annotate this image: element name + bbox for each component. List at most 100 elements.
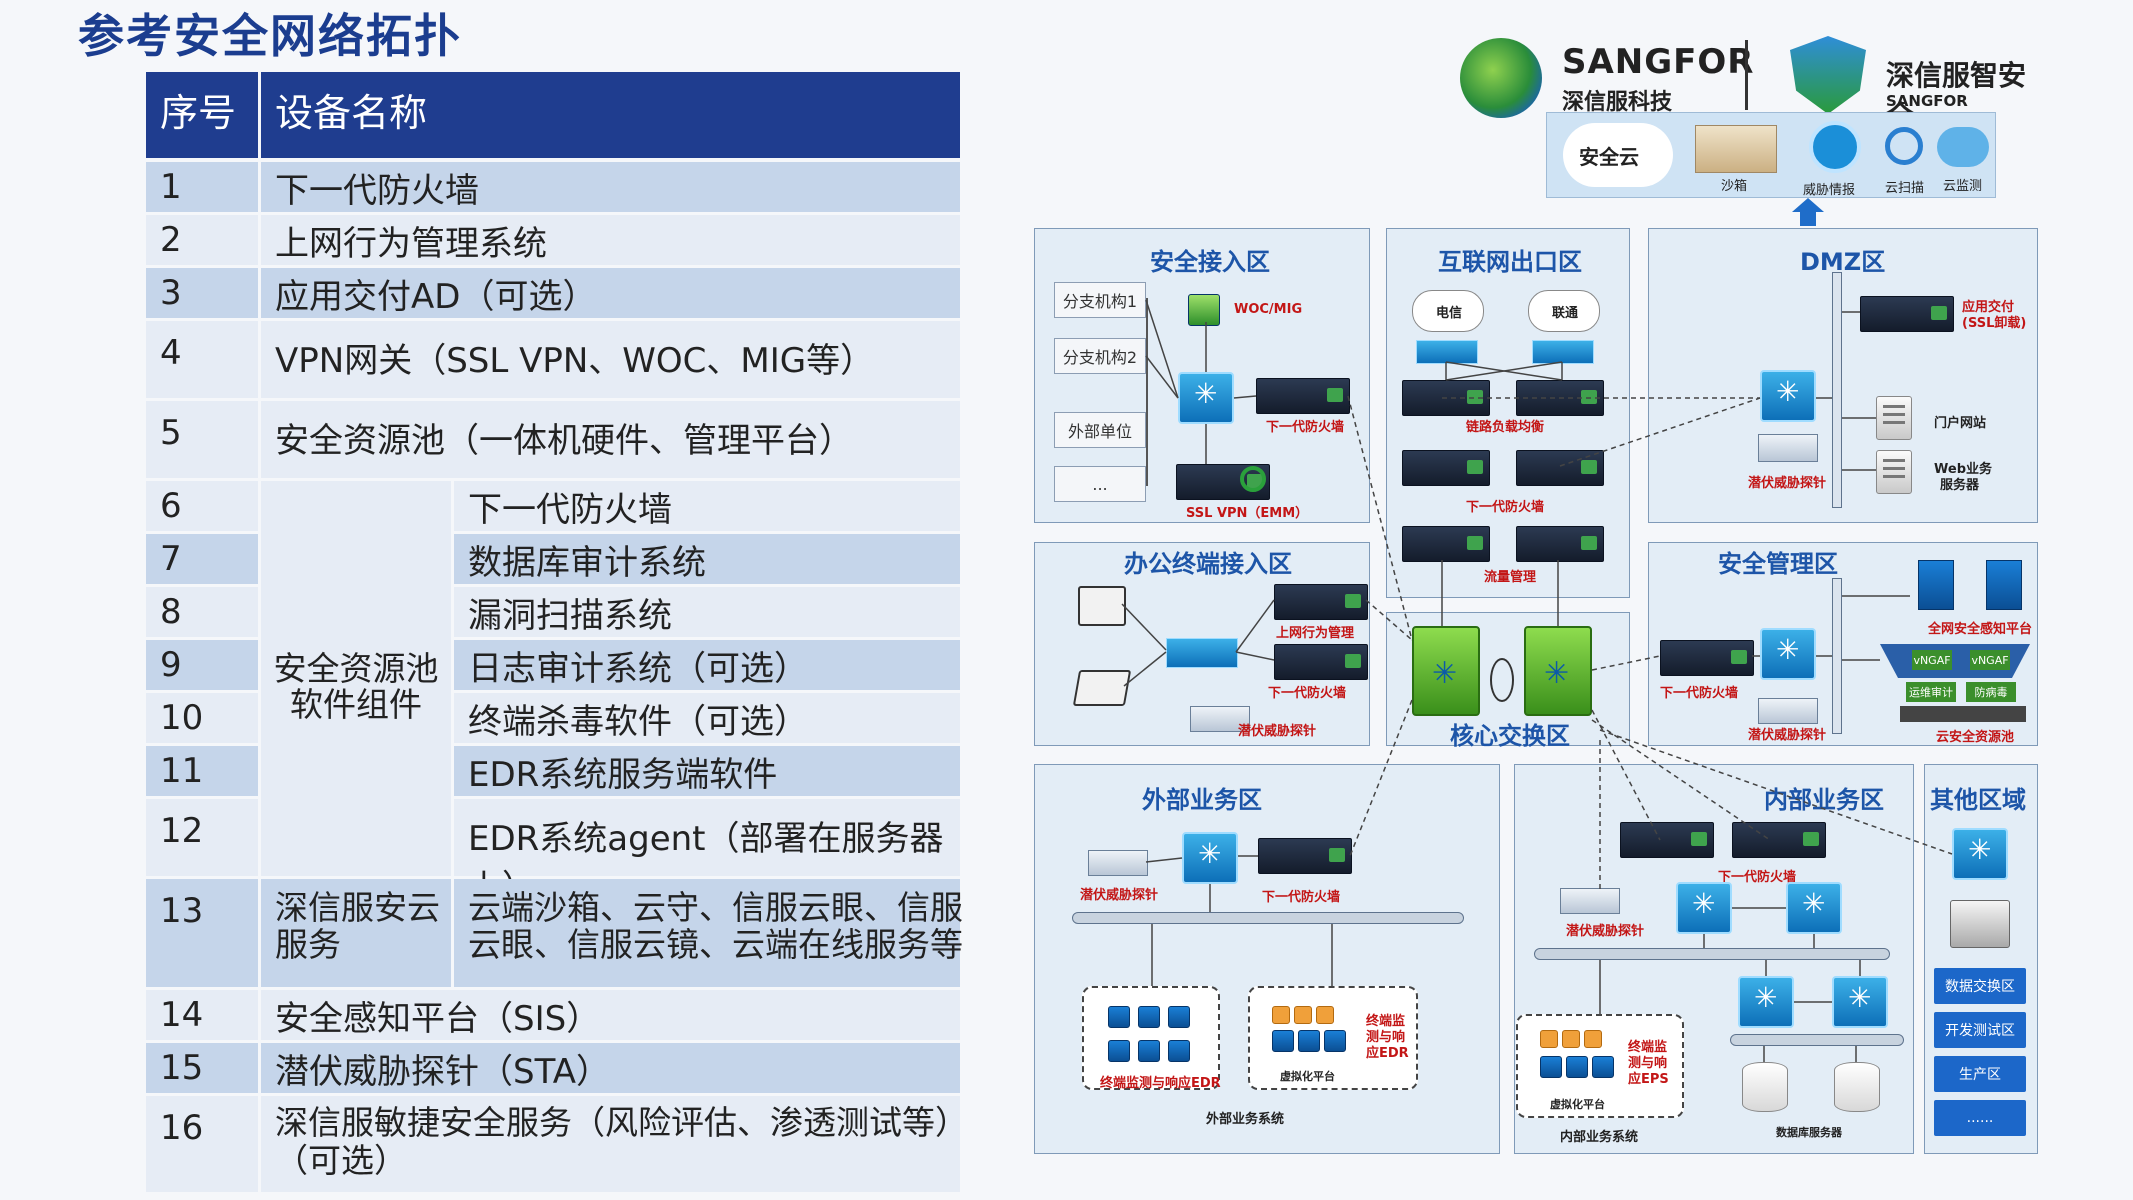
int-fw-left xyxy=(1620,822,1714,858)
cloud-title: 安全云 xyxy=(1579,145,1639,169)
desktop-icon xyxy=(1078,586,1126,626)
core-switch-right xyxy=(1524,626,1592,716)
core-switch-left xyxy=(1412,626,1480,716)
row-11-no: 11 xyxy=(146,746,258,796)
ext-fw-device xyxy=(1258,838,1352,874)
cloud-services-panel: 安全云 沙箱 威胁情报 云扫描 云监测 xyxy=(1546,112,1996,198)
row-13-name-line1: 云端沙箱、云守、信服云眼、信服 xyxy=(468,888,963,927)
int-bus-upper xyxy=(1534,948,1890,960)
virt-host-icon-4 xyxy=(1272,1030,1294,1052)
mgmt-sta-device xyxy=(1758,698,1818,724)
access-firewall-device xyxy=(1256,378,1350,414)
int-virt-icon-1 xyxy=(1540,1030,1558,1048)
row-16-no: 16 xyxy=(146,1096,258,1192)
sangfor-security-logo: 深信服智安全 SANGFOR SECURITY xyxy=(1790,36,2040,132)
ie-icon xyxy=(1240,466,1266,492)
vngaf-1: vNGAF xyxy=(1912,650,1952,670)
access-switch-icon xyxy=(1178,372,1234,424)
ext-fw-label: 下一代防火墙 xyxy=(1262,890,1341,905)
zone-security-mgmt-label: 安全管理区 xyxy=(1718,550,1838,578)
zone-external-business xyxy=(1034,764,1500,1154)
upload-arrow-stem xyxy=(1800,212,1816,226)
virt-host-icon-5 xyxy=(1298,1030,1320,1052)
upload-arrow-icon xyxy=(1792,198,1824,212)
db-server-icon-2 xyxy=(1834,1062,1880,1112)
ext-sta-label: 潜伏威胁探针 xyxy=(1080,888,1159,903)
office-switch-icon xyxy=(1166,638,1238,668)
mgmt-switch-icon xyxy=(1760,628,1816,680)
internet-switch-right xyxy=(1532,340,1594,364)
int-sta-device xyxy=(1560,888,1620,914)
group-pool-cell: 安全资源池 软件组件 xyxy=(261,481,451,876)
flow-mgmt-right xyxy=(1516,526,1604,562)
row-3-no: 3 xyxy=(146,268,258,318)
db-server-icon-1 xyxy=(1742,1062,1788,1112)
int-eps-label-a: 终端监 xyxy=(1628,1040,1668,1055)
office-fw-device xyxy=(1274,644,1368,680)
row-2-name: 上网行为管理系统 xyxy=(261,215,960,265)
int-virt-label: 虚拟化平台 xyxy=(1550,1098,1605,1111)
row-4-name: VPN网关（SSL VPN、WOC、MIG等） xyxy=(261,321,960,398)
int-switch-3 xyxy=(1738,976,1794,1028)
int-eps-label-c: 应EPS xyxy=(1628,1072,1669,1087)
row-15-no: 15 xyxy=(146,1043,258,1093)
int-fw-label: 下一代防火墙 xyxy=(1718,870,1797,885)
group-pool-line1: 安全资源池 xyxy=(273,649,439,688)
virt-host-icon-6 xyxy=(1324,1030,1346,1052)
row-7-name: 数据库审计系统 xyxy=(454,534,960,584)
zone-other-label: 其他区域 xyxy=(1930,786,2026,814)
internet-fw-left xyxy=(1402,450,1490,486)
int-bus-lower xyxy=(1730,1034,1904,1046)
dmz-ad-device xyxy=(1860,296,1954,332)
internet-fw-right xyxy=(1516,450,1604,486)
row-16-name: 深信服敏捷安全服务（风险评估、渗透测试等） （可选） xyxy=(261,1096,968,1192)
zone-other xyxy=(1924,764,2038,1154)
more-box: ... xyxy=(1054,466,1146,502)
other-production: 生产区 xyxy=(1934,1056,2026,1092)
row-14-no: 14 xyxy=(146,990,258,1040)
row-12-name: EDR系统agent（部署在服务器上） xyxy=(454,799,960,908)
vngaf-2: vNGAF xyxy=(1970,650,2010,670)
branch-2-box: 分支机构2 xyxy=(1054,338,1146,374)
threat-intel-icon xyxy=(1809,121,1861,173)
ext-edr-label: 终端监测与响应EDR xyxy=(1100,1076,1221,1091)
int-virt-icon-2 xyxy=(1562,1030,1580,1048)
sangfor-globe-icon xyxy=(1460,38,1542,118)
woc-mig-icon xyxy=(1188,294,1220,326)
cloud-icon xyxy=(1563,123,1673,187)
ext-virt-label: 虚拟化平台 xyxy=(1280,1070,1335,1083)
row-16-name-line1: 深信服敏捷安全服务（风险评估、渗透测试等） xyxy=(275,1103,968,1142)
dmz-ad-label: 应用交付 xyxy=(1962,300,2015,315)
ext-bus xyxy=(1072,912,1464,924)
web-label-1: Web业务 xyxy=(1934,462,1992,477)
behavior-mgmt-device xyxy=(1274,584,1368,620)
ext-edr-box xyxy=(1082,986,1220,1090)
ext-sta-device xyxy=(1088,850,1148,876)
sis-label: 全网安全感知平台 xyxy=(1928,622,2033,637)
row-1-no: 1 xyxy=(146,162,258,212)
mgmt-vertical-bus xyxy=(1832,578,1842,734)
internet-fw-label: 下一代防火墙 xyxy=(1466,500,1545,515)
row-12-no: 12 xyxy=(146,799,258,876)
ext-edr-side-b: 测与响 xyxy=(1366,1030,1406,1045)
edr-host-icon-6 xyxy=(1168,1040,1190,1062)
mgmt-fw-label: 下一代防火墙 xyxy=(1660,686,1739,701)
mgmt-fw-device xyxy=(1660,640,1754,676)
dmz-vertical-bus xyxy=(1832,272,1842,508)
flow-mgmt-left xyxy=(1402,526,1490,562)
row-10-no: 10 xyxy=(146,693,258,743)
telecom-label: 电信 xyxy=(1436,306,1463,321)
internet-switch-left xyxy=(1416,340,1478,364)
office-fw-label: 下一代防火墙 xyxy=(1268,686,1347,701)
row-6-no: 6 xyxy=(146,481,258,531)
row-10-name: 终端杀毒软件（可选） xyxy=(454,693,960,743)
pool-label: 云安全资源池 xyxy=(1936,730,2015,745)
lb-device-right xyxy=(1516,380,1604,416)
int-virt-icon-6 xyxy=(1592,1056,1614,1078)
virt-host-icon-3 xyxy=(1316,1006,1334,1024)
edr-host-icon-5 xyxy=(1138,1040,1160,1062)
zone-office-label: 办公终端接入区 xyxy=(1124,550,1292,578)
dmz-ad-label-2: (SSL卸载) xyxy=(1962,316,2027,331)
int-virt-icon-5 xyxy=(1566,1056,1588,1078)
int-switch-1 xyxy=(1676,882,1732,934)
